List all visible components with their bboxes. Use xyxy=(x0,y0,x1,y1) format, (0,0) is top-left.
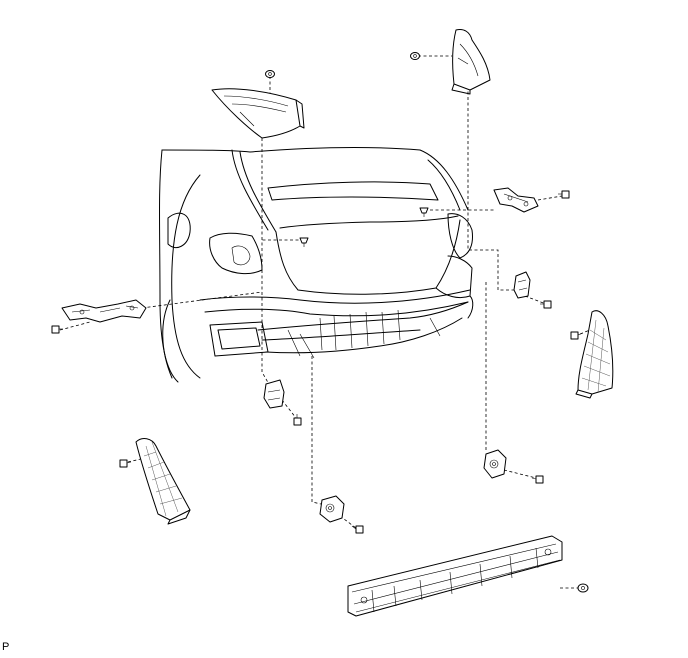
nut-icon xyxy=(577,583,589,593)
clip-icon xyxy=(299,237,309,247)
rear-bumper-side-retainer-left xyxy=(135,438,191,525)
rear-bumper-side-bracket-left xyxy=(61,299,147,323)
bolt-icon xyxy=(119,459,132,468)
rear-bumper-side-retainer-right xyxy=(575,310,614,399)
nut-icon xyxy=(265,70,275,78)
fasteners xyxy=(51,52,589,593)
nut-icon xyxy=(410,52,420,60)
rear-bumper-side-cover-left-upper xyxy=(211,88,305,139)
vehicle-rear-body xyxy=(159,146,474,383)
bolt-icon xyxy=(51,325,63,334)
bolt-icon xyxy=(570,331,584,340)
rear-bumper-retainer-right-lower xyxy=(483,449,507,479)
figure-code-label: P xyxy=(2,641,10,653)
bolt-icon xyxy=(540,300,552,309)
rear-bumper-retainer-center xyxy=(319,495,345,523)
rear-bumper-reinforcement xyxy=(347,535,563,617)
rear-bumper-bracket-right-upper xyxy=(493,187,539,213)
bolt-icon xyxy=(531,475,544,484)
clip-icon xyxy=(419,207,429,217)
rear-bumper-retainer-right xyxy=(513,271,531,299)
bolt-icon xyxy=(558,190,570,199)
bolt-icon xyxy=(351,525,364,534)
bolt-icon xyxy=(293,414,302,426)
leader-lines xyxy=(59,55,591,589)
rear-bumper-side-cover-right-upper xyxy=(451,29,491,95)
rear-bumper-retainer-left xyxy=(263,379,285,409)
